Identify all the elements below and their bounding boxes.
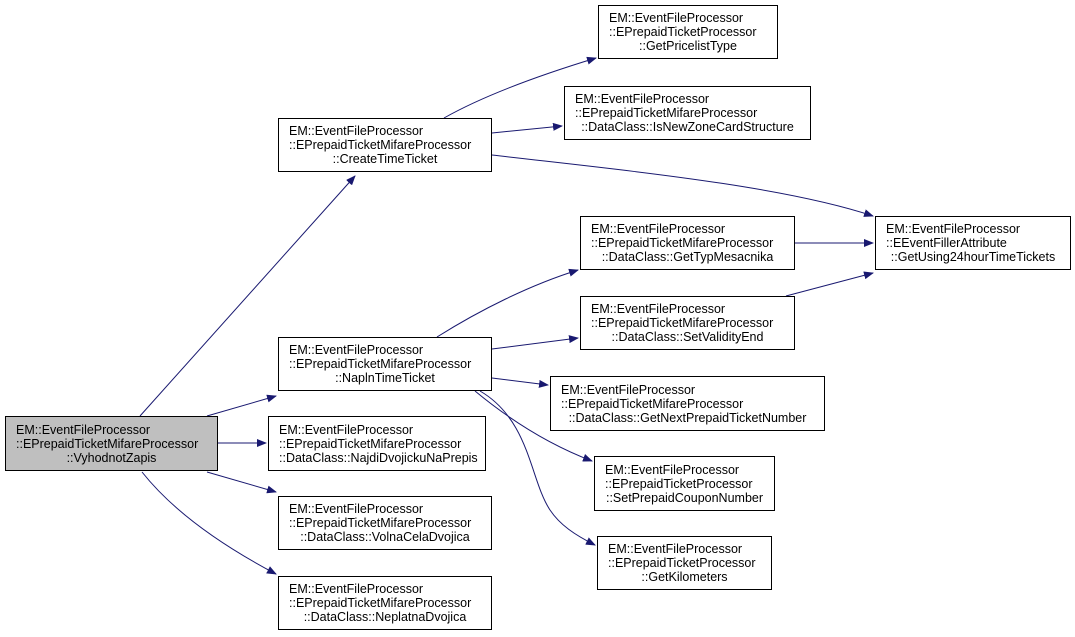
edge-create-to-pricelist: [443, 56, 597, 119]
node-label-line: ::EPrepaidTicketMifareProcessor: [591, 236, 774, 250]
node-label-line: ::DataClass::GetNextPrepaidTicketNumber: [568, 410, 807, 425]
node-label-line: EM::EventFileProcessor: [561, 382, 696, 397]
edge-napln-to-validity: [491, 335, 579, 350]
node-label-line: ::DataClass::NeplatnaDvojica: [303, 610, 467, 624]
node-km[interactable]: EM::EventFileProcessor::EPrepaidTicketPr…: [597, 536, 772, 590]
node-label-line: ::EPrepaidTicketMifareProcessor: [575, 106, 758, 120]
edge-root-to-create: [139, 175, 356, 417]
node-volna[interactable]: EM::EventFileProcessor::EPrepaidTicketMi…: [278, 496, 492, 550]
node-label-line: ::EPrepaidTicketMifareProcessor: [561, 396, 744, 411]
node-label-line: ::VyhodnotZapis: [66, 450, 157, 465]
node-label-line: EM::EventFileProcessor: [591, 222, 726, 236]
edge-create-to-newzone: [491, 122, 563, 134]
edge-napln-to-nextnum: [491, 377, 549, 388]
node-label-line: ::DataClass::NajdiDvojickuNaPrepis: [279, 450, 478, 465]
node-label-line: ::DataClass::IsNewZoneCardStructure: [581, 120, 794, 134]
node-label-line: ::EPrepaidTicketProcessor: [608, 556, 756, 570]
node-label-line: ::EPrepaidTicketMifareProcessor: [289, 138, 472, 152]
node-label-line: ::NaplnTimeTicket: [335, 371, 435, 385]
node-label-line: ::DataClass::VolnaCelaDvojica: [300, 530, 470, 544]
node-label-line: EM::EventFileProcessor: [289, 343, 424, 357]
node-root: EM::EventFileProcessor::EPrepaidTicketMi…: [5, 416, 218, 471]
node-validity[interactable]: EM::EventFileProcessor::EPrepaidTicketMi…: [580, 296, 795, 350]
node-label-line: ::EPrepaidTicketMifareProcessor: [289, 596, 472, 610]
node-najdi[interactable]: EM::EventFileProcessor::EPrepaidTicketMi…: [268, 416, 486, 471]
node-nextnum[interactable]: EM::EventFileProcessor::EPrepaidTicketMi…: [550, 376, 825, 431]
node-label-line: EM::EventFileProcessor: [16, 422, 151, 437]
node-pricelist[interactable]: EM::EventFileProcessor::EPrepaidTicketPr…: [598, 5, 778, 59]
node-label-line: ::GetKilometers: [641, 570, 728, 584]
edge-root-to-neplatna: [141, 471, 277, 575]
node-newzone[interactable]: EM::EventFileProcessor::EPrepaidTicketMi…: [564, 86, 811, 140]
node-label-line: ::EPrepaidTicketProcessor: [605, 476, 753, 491]
node-label-line: ::DataClass::SetValidityEnd: [611, 330, 764, 344]
node-label-line: ::GetUsing24hourTimeTickets: [890, 250, 1056, 264]
edge-root-to-volna: [206, 471, 277, 494]
node-label-line: EM::EventFileProcessor: [886, 222, 1021, 236]
node-label-line: EM::EventFileProcessor: [591, 302, 726, 316]
node-label-line: EM::EventFileProcessor: [289, 582, 424, 596]
node-typmes[interactable]: EM::EventFileProcessor::EPrepaidTicketMi…: [580, 216, 795, 270]
node-label-line: ::EPrepaidTicketMifareProcessor: [289, 357, 472, 371]
node-napln[interactable]: EM::EventFileProcessor::EPrepaidTicketMi…: [278, 337, 492, 391]
node-label-line: ::DataClass::GetTypMesacnika: [601, 250, 774, 264]
node-label-line: EM::EventFileProcessor: [609, 11, 744, 25]
node-label-line: EM::EventFileProcessor: [279, 422, 414, 437]
node-label-line: ::EPrepaidTicketMifareProcessor: [279, 436, 462, 451]
node-neplatna[interactable]: EM::EventFileProcessor::EPrepaidTicketMi…: [278, 576, 492, 630]
node-label-line: EM::EventFileProcessor: [289, 502, 424, 516]
node-label-line: ::EPrepaidTicketProcessor: [609, 25, 757, 39]
node-label-line: ::EPrepaidTicketMifareProcessor: [591, 316, 774, 330]
node-label-line: ::SetPrepaidCouponNumber: [605, 490, 764, 505]
edge-napln-to-typmes: [436, 268, 579, 338]
node-label-line: EM::EventFileProcessor: [575, 92, 710, 106]
node-label-line: ::GetPricelistType: [639, 39, 737, 53]
node-label-line: ::CreateTimeTicket: [332, 152, 438, 166]
node-label-line: ::EEventFillerAttribute: [886, 236, 1007, 250]
node-label-line: EM::EventFileProcessor: [289, 124, 424, 138]
node-create[interactable]: EM::EventFileProcessor::EPrepaidTicketMi…: [278, 118, 492, 172]
edge-napln-to-coupon: [474, 390, 593, 462]
node-using24[interactable]: EM::EventFileProcessor::EEventFillerAttr…: [875, 216, 1071, 270]
node-label-line: EM::EventFileProcessor: [608, 542, 743, 556]
edge-create-to-using24: [491, 154, 874, 217]
node-label-line: ::EPrepaidTicketMifareProcessor: [289, 516, 472, 530]
edge-napln-to-km: [479, 390, 596, 546]
node-label-line: ::EPrepaidTicketMifareProcessor: [16, 436, 199, 451]
node-coupon[interactable]: EM::EventFileProcessor::EPrepaidTicketPr…: [594, 456, 775, 511]
edge-validity-to-using24: [785, 271, 874, 297]
edge-root-to-napln: [206, 394, 277, 417]
node-label-line: EM::EventFileProcessor: [605, 462, 740, 477]
